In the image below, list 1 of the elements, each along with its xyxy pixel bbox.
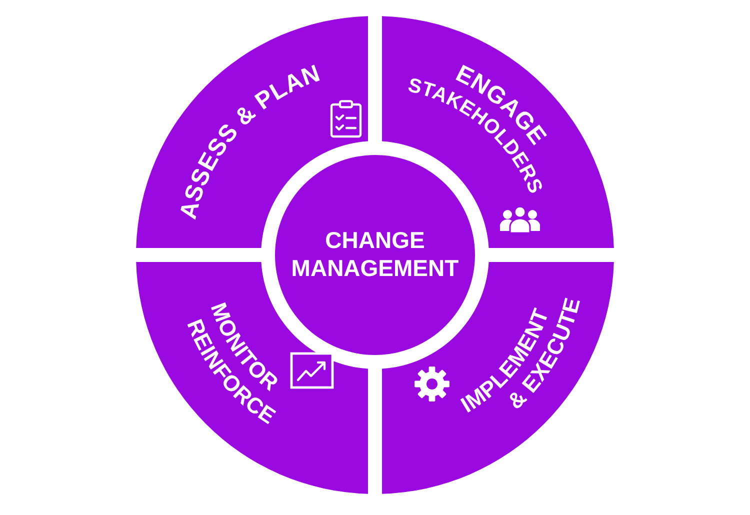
hub-label: CHANGE MANAGEMENT: [290, 227, 460, 283]
